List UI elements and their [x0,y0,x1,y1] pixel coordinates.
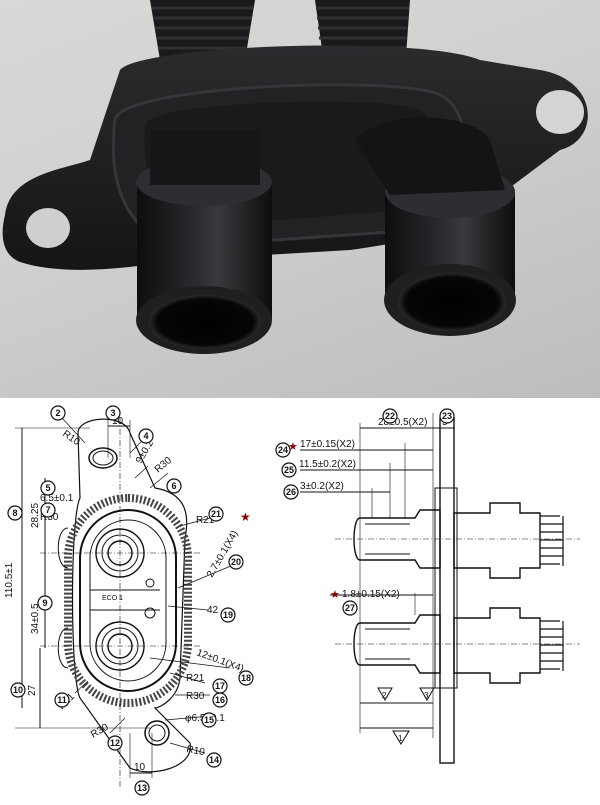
callout-bubble [228,554,244,570]
dim-34: 34±0.5 [30,603,41,634]
callout-bubble [37,595,53,611]
callout-bubble [206,752,222,768]
callout-number: 18 [241,673,251,683]
callout-number: 19 [223,610,233,620]
datum-1: 1 [398,734,403,743]
dim-28-25: 28.25 [30,503,41,528]
side-view [300,413,580,764]
dim-27: 27 [27,684,38,696]
part-mark-eco: ECO 1 [102,595,123,602]
callout-bubble [54,692,70,708]
dim-6-5: 6.5±0.1 [40,493,74,504]
critical-star-icon: ★ [330,589,340,601]
dim-12-x4: 12±0.1(X4) [195,647,245,674]
dim-1-8: 1.8±0.15(X2) [342,589,400,600]
mount-hole-left [26,208,70,248]
dim-28: 28±0.5(X2) [378,417,427,428]
callout-bubble [220,607,236,623]
callout-number: 22 [385,411,395,421]
callout-number: 11 [57,695,67,705]
critical-star-icon: ★ [288,441,298,453]
dim-r30-top: R30 [153,455,174,476]
engineering-drawing: 110.5±1 R10 10 9±0.2 6.5±0.1 R30 R30 28.… [0,398,600,800]
critical-star-icon: ★ [240,510,251,524]
dim-42: 42 [207,605,219,616]
callout-number: 7 [45,505,50,515]
callout-number: 10 [13,685,23,695]
callout-bubble [138,428,154,444]
callout-bubble [50,405,66,421]
product-photo [0,0,600,398]
front-view [15,417,239,788]
dim-r21-top: R21 [196,515,215,526]
part-photo-illustration [2,0,588,354]
callout-number: 25 [284,465,294,475]
callout-number: 24 [278,445,288,455]
callout-bubble [212,678,228,694]
dim-r30-right: R30 [186,691,205,702]
callout-bubble [238,670,254,686]
callout-number: 23 [442,411,452,421]
callout-bubble [439,408,455,424]
callout-number: 8 [12,508,17,518]
callout-bubble [166,478,182,494]
dim-r30-bottom: R30 [89,722,111,741]
callout-number: 12 [110,738,120,748]
dim-r10-bottom: R10 [185,744,205,758]
callout-number: 2 [55,408,60,418]
callout-bubble [10,682,26,698]
dim-11-5: 11.5±0.2(X2) [299,459,356,470]
callout-bubble [281,462,297,478]
callout-bubble [283,484,299,500]
tube-left [136,130,272,354]
callout-number: 26 [286,487,296,497]
callout-bubble [40,480,56,496]
callout-number: 14 [209,755,219,765]
callout-number: 4 [143,431,148,441]
dim-2-7-x4: 2.7±0.1(X4) [205,529,241,580]
side-view-labels: 28±0.5(X2) 5 17±0.15(X2) 11.5±0.2(X2) 3±… [288,417,448,743]
dim-3: 3±0.2(X2) [300,481,344,492]
dim-r21-right: R21 [186,673,205,684]
callout-number: 6 [171,481,176,491]
callout-bubble [275,442,291,458]
dim-r30-left: R30 [40,512,59,523]
dim-10-top: 10 [112,416,124,427]
callout-number: 3 [110,408,115,418]
callout-bubble [105,405,121,421]
callout-bubble [7,505,23,521]
callout-number: 9 [42,598,47,608]
callout-bubble [382,408,398,424]
dim-10-bottom: 10 [134,762,146,773]
callout-number: 5 [45,483,50,493]
tube-right [355,117,516,336]
callout-bubble [134,780,150,796]
callout-bubble [40,502,56,518]
callout-number: 21 [211,509,221,519]
callout-number: 13 [137,783,147,793]
callout-number: 20 [231,557,241,567]
hose-left [150,0,255,60]
datum-2: 2 [382,691,387,700]
callout-bubble [201,712,217,728]
overall-height-dim: 110.5±1 [4,562,15,598]
mount-hole-right [536,90,584,134]
callout-bubble [208,506,224,522]
side-callout-bubbles: 22 23 24 25 26 27 [275,408,455,616]
callout-number: 27 [345,603,355,613]
callout-number: 17 [215,681,225,691]
callout-number: 15 [204,715,214,725]
callout-number: 16 [215,695,225,705]
callout-bubble [107,735,123,751]
drawing-canvas: 110.5±1 R10 10 9±0.2 6.5±0.1 R30 R30 28.… [4,405,580,796]
dim-17: 17±0.15(X2) [300,439,355,450]
callout-bubble [342,600,358,616]
datum-3: 3 [424,691,429,700]
